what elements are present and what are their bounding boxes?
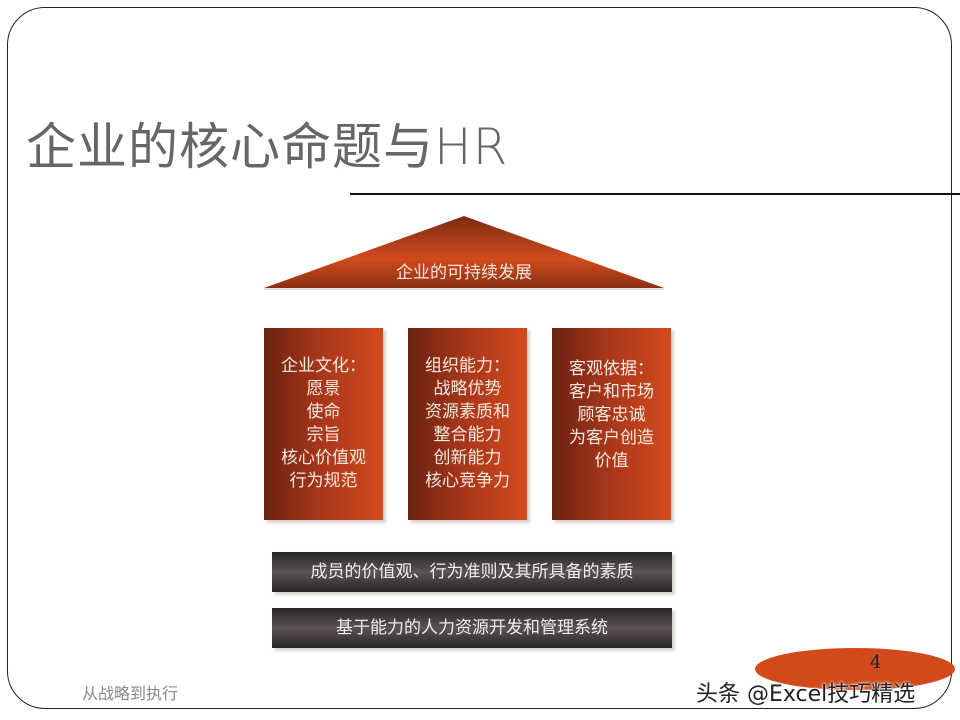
- pillar-line: 战略优势: [433, 379, 502, 399]
- pillar-line: 行为规范: [289, 471, 358, 491]
- pillar-line: 客观依据：: [569, 358, 654, 379]
- pillar-line: 宗旨: [306, 425, 341, 445]
- foundation-bar-values: 成员的价值观、行为准则及其所具备的素质: [272, 552, 672, 592]
- foundation-bar-hr-system: 基于能力的人力资源开发和管理系统: [272, 608, 672, 648]
- pillar-line: 客户和市场: [569, 381, 654, 402]
- slide-frame: [7, 7, 952, 709]
- pillar-line: 核心价值观: [281, 448, 366, 468]
- watermark: 头条 @Excel技巧精选: [696, 682, 916, 707]
- roof-triangle: [264, 216, 664, 290]
- pillar-line: 组织能力：: [425, 356, 510, 376]
- pillar-line: 创新能力: [433, 448, 502, 468]
- pillar-capability: 组织能力： 战略优势 资源素质和 整合能力 创新能力 核心竞争力: [408, 328, 527, 520]
- pillar-basis: 客观依据： 客户和市场 顾客忠诚 为客户创造 价值: [552, 328, 671, 520]
- pillar-line: 顾客忠诚: [577, 404, 646, 425]
- pillar-line: 整合能力: [433, 425, 502, 445]
- pillar-line: 企业文化：: [281, 356, 366, 376]
- pillar-line: 资源素质和: [425, 402, 510, 422]
- pillar-line: 愿景: [306, 379, 341, 399]
- pillar-line: 使命: [306, 402, 341, 422]
- pillar-line: 价值: [594, 450, 629, 471]
- footer-text: 从战略到执行: [82, 684, 179, 703]
- page-number: 4: [870, 652, 882, 673]
- roof-label: 企业的可持续发展: [396, 263, 532, 283]
- pillar-culture: 企业文化： 愿景 使命 宗旨 核心价值观 行为规范: [264, 328, 383, 520]
- pillar-line: 为客户创造: [569, 427, 654, 448]
- page-number-oval: [755, 648, 955, 690]
- pillar-line: 核心竞争力: [425, 471, 510, 491]
- slide-title: 企业的核心命题与HR: [26, 118, 509, 176]
- title-rule: [350, 193, 960, 195]
